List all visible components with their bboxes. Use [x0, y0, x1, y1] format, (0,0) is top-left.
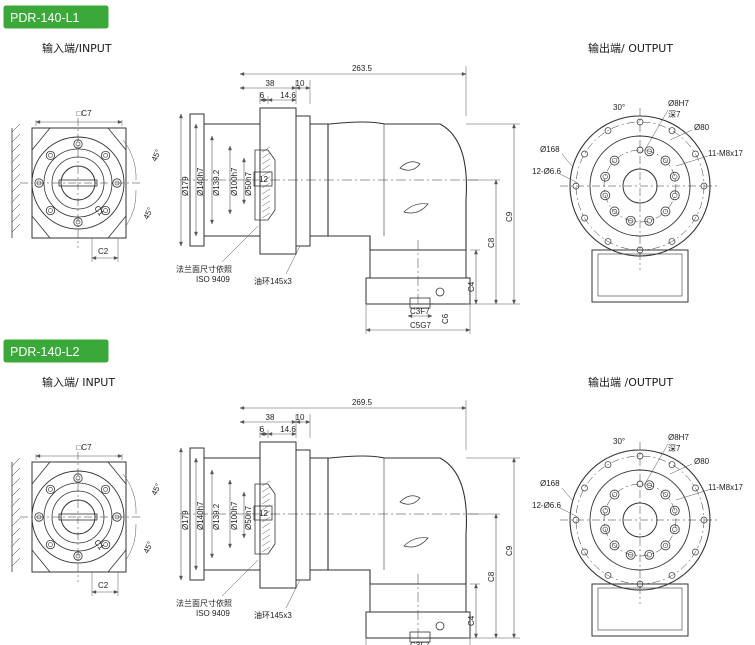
model-badge: PDR-140-L2	[3, 339, 109, 363]
dim-c3: C3F7	[410, 307, 430, 316]
dim-d179: Ø179	[181, 176, 190, 196]
side-elevation-view: 12 Ø179 Ø140h7 Ø139.2 Ø100h7 Ø50h7 38 10 6 14.6 26…	[176, 398, 520, 645]
dim-12: 12	[259, 175, 268, 184]
dim-c3: C3F7	[410, 641, 430, 645]
dim-10: 10	[296, 79, 305, 88]
dim-d100: Ø100h7	[230, 167, 239, 196]
dim-square-c7: □C7	[76, 109, 92, 118]
dim-angle-45b: 45°	[142, 540, 155, 555]
iso-note: ISO 9409	[196, 275, 230, 284]
dim-angle-45: 45°	[150, 482, 163, 497]
dim-c9: C9	[505, 545, 514, 556]
dim-c4: C4	[467, 615, 476, 626]
dim-pin-hole: Ø8H7	[668, 433, 689, 442]
dim-d168: Ø168	[540, 145, 560, 154]
dim-angle-30: 30°	[613, 437, 625, 446]
output-title: 输出端 /OUTPUT	[588, 375, 673, 389]
dim-d139: Ø139.2	[212, 503, 221, 530]
dim-d100: Ø100h7	[230, 501, 239, 530]
dim-c8: C8	[487, 571, 496, 582]
dim-d50: Ø50h7	[244, 505, 253, 530]
flange-note: 法兰面尺寸依照	[176, 598, 232, 608]
dim-bolt-holes: 12-Ø6.6	[532, 167, 561, 176]
dim-threads: 11-M8x17	[708, 483, 744, 492]
dim-d140: Ø140h7	[196, 501, 205, 530]
input-title: 输入端/INPUT	[42, 41, 112, 55]
dim-12: 12	[259, 509, 268, 518]
output-title: 输出端/ OUTPUT	[588, 41, 673, 55]
dim-square-c7: □C7	[76, 443, 92, 452]
dim-6: 6	[260, 425, 265, 434]
dim-c6: C6	[441, 313, 450, 324]
dim-threads: 11-M8x17	[708, 149, 744, 158]
dim-d50: Ø50h7	[244, 171, 253, 196]
dim-d179: Ø179	[181, 510, 190, 530]
dim-pin-depth: 深7	[668, 444, 681, 453]
dim-c2: C2	[98, 247, 109, 256]
drawing-section-2: PDR-140-L2 输入端/ INPUT 输出端 /OUTPUT □C7 45° 45°…	[3, 339, 744, 645]
flange-note: 法兰面尺寸依照	[176, 264, 232, 274]
dim-pin-depth: 深7	[668, 110, 681, 119]
dim-angle-45: 45°	[150, 148, 163, 163]
dim-c2: C2	[98, 581, 109, 590]
dim-c1: C1	[92, 538, 106, 552]
dim-total-length: 263.5	[352, 64, 373, 73]
input-title: 输入端/ INPUT	[42, 375, 115, 389]
dim-c8: C8	[487, 237, 496, 248]
oring-note: 油环145x3	[254, 276, 292, 286]
dim-10: 10	[296, 413, 305, 422]
dim-38: 38	[266, 413, 275, 422]
drawing-section-1: PDR-140-L1 输入端/INPUT 输出端/ OUTPUT □C7 45° 45° C…	[3, 5, 744, 334]
dim-angle-45b: 45°	[142, 206, 155, 221]
dim-total-length: 269.5	[352, 398, 373, 407]
dim-38: 38	[266, 79, 275, 88]
dim-d140: Ø140h7	[196, 167, 205, 196]
dim-d80: Ø80	[694, 123, 710, 132]
dim-d168: Ø168	[540, 479, 560, 488]
dim-bolt-holes: 12-Ø6.6	[532, 501, 561, 510]
dim-d139: Ø139.2	[212, 169, 221, 196]
dim-c1: C1	[92, 204, 106, 218]
oring-note: 油环145x3	[254, 610, 292, 620]
dim-14-6: 14.6	[280, 425, 296, 434]
dim-6: 6	[260, 91, 265, 100]
side-elevation-view: 12 Ø179 Ø140h7 Ø139.2 Ø100h7 Ø50h7 38 10 6 14.6 26…	[176, 64, 520, 334]
dim-pin-hole: Ø8H7	[668, 99, 689, 108]
dim-c4: C4	[467, 281, 476, 292]
dim-angle-30: 30°	[613, 103, 625, 112]
dim-c5: C5G7	[410, 321, 431, 330]
iso-note: ISO 9409	[196, 609, 230, 618]
dim-14-6: 14.6	[280, 91, 296, 100]
model-name: PDR-140-L2	[10, 345, 80, 359]
dim-d80: Ø80	[694, 457, 710, 466]
model-name: PDR-140-L1	[10, 11, 80, 25]
dim-c9: C9	[505, 211, 514, 222]
model-badge: PDR-140-L1	[3, 5, 109, 29]
